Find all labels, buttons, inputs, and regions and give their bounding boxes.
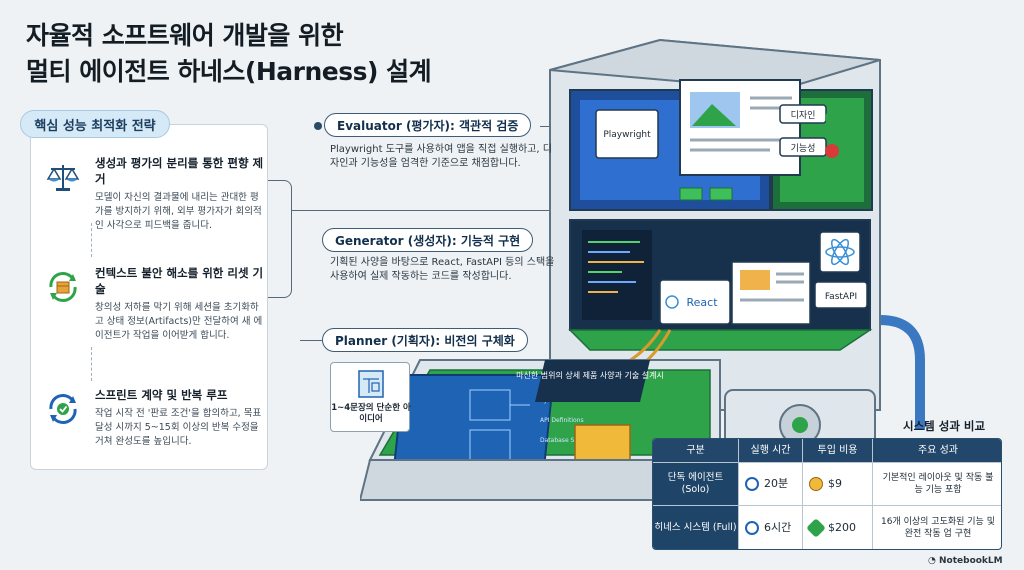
table-row: 히네스 시스템 (Full) 6시간 $200 16개 이상의 고도화된 기능 … [653,506,1001,549]
logo-text: NotebookLM [939,556,1003,566]
row-solo-time-value: 20분 [764,477,789,490]
title-line-1: 자율적 소프트웨어 개발을 위한 [26,21,344,50]
flow-arrow-1 [91,223,92,257]
strategy-item-2: 컨텍스트 불안 해소를 위한 리셋 기술 창의성 저하를 막기 위해 세션을 초… [45,265,265,375]
strategy-header: 핵심 성능 최적화 전략 [20,110,170,138]
strategy-item-3: 스프린트 계약 및 반복 루프 작업 시작 전 '판료 조건'을 합의하고, 목… [45,387,265,467]
scale-icon [46,165,80,191]
row-solo-cost: $9 [803,463,873,506]
clock-icon [745,477,759,491]
logo-icon: ◔ [928,556,939,566]
row-full-label: 히네스 시스템 (Full) [653,506,739,549]
header-time: 실행 시간 [739,439,803,463]
design-tag: 디자인 [791,110,816,121]
generator-label: Generator (생성자): 기능적 구현 [322,228,534,252]
strategy-item-3-title: 스프린트 계약 및 반복 루프 [95,388,228,402]
clock-icon [745,520,759,535]
comparison-table: 구분 실행 시간 투입 비용 주요 성과 단독 에이전트 (Solo) 20분 … [652,438,1002,550]
harness-machine-illustration: 디자인 기능성 Playwright React FastAPI System [360,38,925,501]
blueprint-icon [358,370,384,398]
coin-icon [809,477,823,491]
comparison-title: 시스템 성과 비교 [903,419,986,433]
money-tag-icon [806,517,826,538]
strategy-item-2-desc: 창의성 저하를 막기 위해 세션을 초기화하고 상태 정보(Artifacts)… [95,302,263,341]
react-label: React [686,296,718,309]
header-cost: 투입 비용 [803,439,873,463]
strategy-item-1: 생성과 평가의 분리를 통한 편향 제거 모델이 자신의 결과물에 내리는 관대… [45,155,265,255]
fastapi-label: FastAPI [825,292,857,302]
header-category: 구분 [653,439,739,463]
planner-label: Planner (기획자): 비전의 구체화 [322,328,528,352]
check-loop-icon [49,394,77,424]
evaluator-desc: Playwright 도구를 사용하여 앱을 직접 실행하고, 디자인과 기능성… [330,144,552,169]
connector-line-generator [292,210,722,211]
header-result: 주요 성과 [873,439,1001,463]
cycle-box-icon [49,272,77,302]
table-row: 단독 에이전트 (Solo) 20분 $9 기본적인 레이아웃 및 작동 불능 … [653,463,1001,506]
title-line-2: 멀티 에이전트 하네스(Harness) 설계 [26,57,432,86]
row-full-result: 16개 이상의 고도화된 기능 및 완전 작동 업 구현 [881,516,995,539]
strategy-item-1-title: 생성과 평가의 분리를 통한 편향 제거 [95,156,264,186]
flow-arrow-2 [91,347,92,381]
strategy-panel: 생성과 평가의 분리를 통한 편향 제거 모델이 자신의 결과물에 내리는 관대… [30,124,268,470]
table-header-row: 구분 실행 시간 투입 비용 주요 성과 [653,439,1001,463]
playwright-label: Playwright [603,130,651,140]
strategy-item-1-desc: 모델이 자신의 결과물에 내리는 관대한 평가를 방지하기 위해, 외부 평가자… [95,192,262,231]
doc-line-3: Database Schema [540,437,595,444]
doc-line-2: API Definitions [540,417,584,424]
function-tag: 기능성 [791,143,816,154]
connector-bracket [268,180,292,298]
row-full-cost-value: $200 [828,520,856,534]
evaluator-dot [314,122,322,130]
row-solo-result: 기본적인 레이아웃 및 작동 불능 기능 포함 [873,463,1001,506]
page-title: 자율적 소프트웨어 개발을 위한 멀티 에이전트 하네스(Harness) 설계 [26,18,432,90]
row-solo-label: 단독 에이전트 (Solo) [653,463,739,506]
planner-connector [300,340,322,341]
evaluator-label: Evaluator (평가자): 객관적 검증 [324,113,532,137]
strategy-item-3-desc: 작업 시작 전 '판료 조건'을 합의하고, 목표 달성 시까지 5~15회 이… [95,408,262,447]
planner-idea-note: 1~4문장의 단순한 아이디어 [330,362,411,432]
row-full-time-value: 6시간 [764,520,792,534]
row-full-cost: $200 [803,506,873,549]
row-solo-time: 20분 [739,463,803,506]
generator-desc: 기획된 사양을 바탕으로 React, FastAPI 등의 스택을 사용하여 … [330,257,555,282]
spec-banner: 마신한 범위의 상세 제품 사양과 기술 설계시 [516,370,664,380]
notebooklm-logo: ◔ NotebookLM [928,556,1003,566]
row-full-time: 6시간 [739,506,803,549]
row-solo-cost-value: $9 [828,477,842,490]
planner-idea-text: 1~4문장의 단순한 아이디어 [331,403,411,424]
strategy-item-2-title: 컨텍스트 불안 해소를 위한 리셋 기술 [95,266,264,296]
